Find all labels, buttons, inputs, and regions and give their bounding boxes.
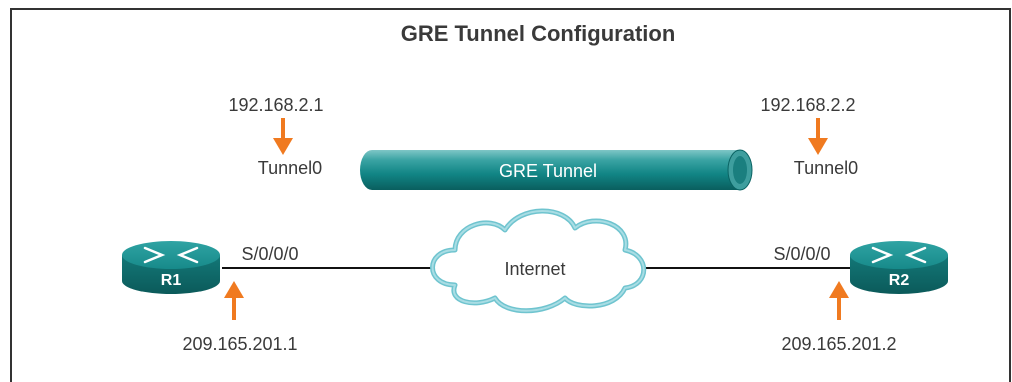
router-r1-icon bbox=[122, 241, 220, 294]
router-r2-interface: S/0/0/0 bbox=[773, 244, 830, 264]
diagram-title: GRE Tunnel Configuration bbox=[401, 21, 676, 46]
router-r1-name: R1 bbox=[161, 272, 182, 289]
router-r2-icon bbox=[850, 241, 948, 294]
router-r1-ip: 209.165.201.1 bbox=[182, 334, 297, 354]
router-r2-ip: 209.165.201.2 bbox=[781, 334, 896, 354]
diagram-frame bbox=[10, 8, 1011, 382]
tunnel-left-arrow bbox=[273, 118, 293, 155]
router-r1-interface: S/0/0/0 bbox=[241, 244, 298, 264]
tunnel-right-interface: Tunnel0 bbox=[794, 158, 858, 178]
gre-tunnel-label: GRE Tunnel bbox=[499, 161, 597, 181]
tunnel-right-ip: 192.168.2.2 bbox=[760, 95, 855, 115]
gre-tunnel-tube bbox=[360, 149, 753, 191]
internet-cloud-icon bbox=[430, 208, 647, 314]
router-r1-arrow bbox=[224, 281, 244, 320]
tunnel-left-ip: 192.168.2.1 bbox=[228, 95, 323, 115]
tunnel-left-interface: Tunnel0 bbox=[258, 158, 322, 178]
tunnel-right-arrow bbox=[808, 118, 828, 155]
router-r2-name: R2 bbox=[889, 272, 910, 289]
internet-label: Internet bbox=[504, 259, 565, 279]
router-r2-arrow bbox=[829, 281, 849, 320]
